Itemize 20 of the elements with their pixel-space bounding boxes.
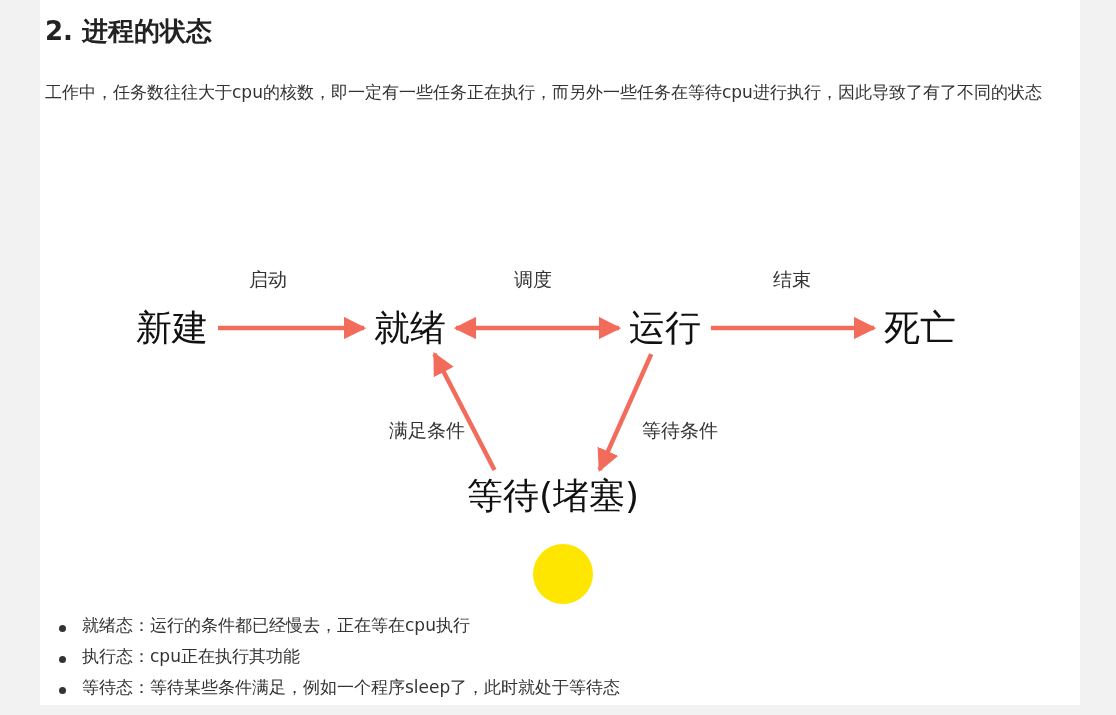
edge-label: 启动 (249, 267, 287, 292)
arrow (711, 316, 877, 340)
arrow (453, 316, 622, 340)
list-item: 执行态：cpu正在执行其功能 (82, 645, 300, 668)
state-label: 等待(堵塞) (466, 475, 640, 517)
state-label: 就绪 (374, 307, 446, 349)
edge-label: 等待条件 (642, 418, 718, 443)
paragraph: 工作中，任务数往往大于cpu的核数，即一定有一些任务正在执行，而另外一些任务在等待cpu进行执行，因此导致了有了不同的状态 (45, 81, 1043, 104)
list-item: 就绪态：运行的条件都已经慢去，正在等在cpu执行 (82, 614, 470, 637)
edge-label: 满足条件 (389, 418, 465, 443)
state-label: 死亡 (884, 307, 956, 349)
arrow (218, 316, 367, 340)
edge-label: 调度 (514, 267, 552, 292)
arrow (597, 353, 654, 472)
heading: 2. 进程的状态 (45, 15, 213, 48)
list-item: 等待态：等待某些条件满足，例如一个程序sleep了，此时就处于等待态 (82, 676, 621, 699)
arrow (432, 352, 497, 471)
state-label: 运行 (629, 307, 701, 349)
state-label: 新建 (136, 307, 208, 349)
edge-label: 结束 (773, 267, 811, 292)
